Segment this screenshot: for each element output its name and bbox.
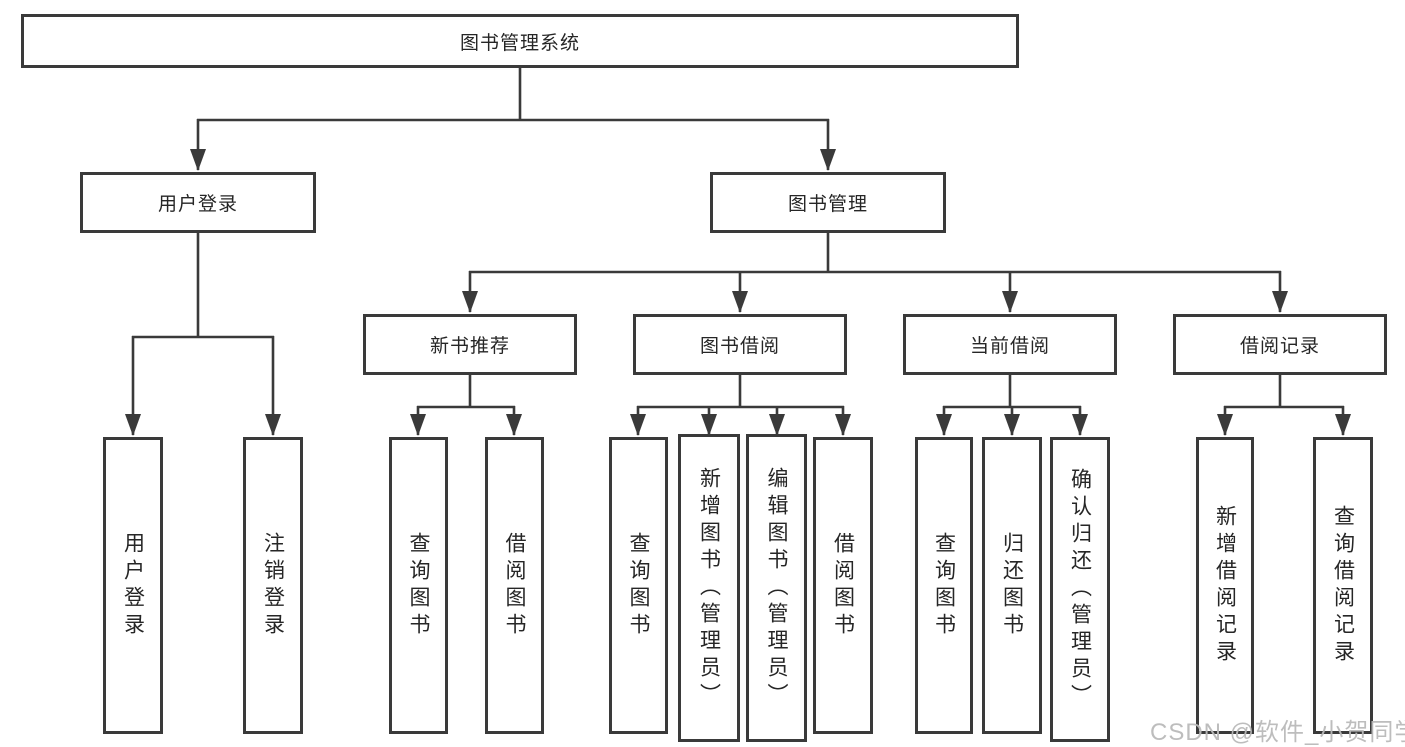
leaf-confirm-return-admin: 确认归还（管理员） [1050,437,1110,742]
leaf-return-books: 归还图书 [982,437,1042,734]
leaf-label: 查询图书 [627,531,650,640]
leaf-borrow-books-recommend: 借阅图书 [485,437,544,734]
leaf-label: 查询借阅记录 [1331,504,1355,667]
leaf-add-borrow-record: 新增借阅记录 [1196,437,1254,734]
leaf-edit-books-admin: 编辑图书（管理员） [746,434,807,742]
leaf-logout: 注销登录 [243,437,303,734]
leaf-query-books-borrow: 查询图书 [609,437,668,734]
leaf-label: 确认归还（管理员） [1068,468,1092,711]
leaf-borrow-books: 借阅图书 [813,437,873,734]
node-label: 当前借阅 [969,336,1050,357]
leaf-label: 查询图书 [932,531,956,640]
leaf-query-books-recommend: 查询图书 [389,437,448,734]
leaf-label: 归还图书 [1000,531,1024,640]
leaf-label: 编辑图书（管理员） [765,466,788,710]
node-new-book-recommendation: 新书推荐 [363,314,577,375]
node-label: 图书管理 [787,194,868,215]
leaf-query-borrow-record: 查询借阅记录 [1313,437,1373,734]
node-book-management: 图书管理 [710,172,946,233]
node-library-management-system: 图书管理系统 [21,14,1019,68]
node-label: 图书借阅 [699,336,780,357]
leaf-label: 新增图书（管理员） [697,466,721,710]
node-label: 新书推荐 [429,336,510,357]
leaf-query-books-current: 查询图书 [915,437,973,734]
leaf-add-books-admin: 新增图书（管理员） [678,434,740,742]
leaf-label: 新增借阅记录 [1213,504,1237,667]
node-label: 图书管理系统 [459,32,580,54]
node-book-borrowing: 图书借阅 [633,314,847,375]
leaf-label: 借阅图书 [831,531,855,640]
leaf-label: 借阅图书 [503,531,526,640]
leaf-label: 注销登录 [261,531,285,640]
node-label: 用户登录 [157,194,238,215]
leaf-label: 用户登录 [121,531,145,640]
csdn-watermark: CSDN @软件_小贺同学 [1150,719,1405,746]
leaf-label: 查询图书 [407,531,430,640]
node-borrowing-records: 借阅记录 [1173,314,1387,375]
leaf-user-login: 用户登录 [103,437,163,734]
node-user-login: 用户登录 [80,172,316,233]
node-current-borrowing: 当前借阅 [903,314,1117,375]
node-label: 借阅记录 [1239,336,1320,357]
